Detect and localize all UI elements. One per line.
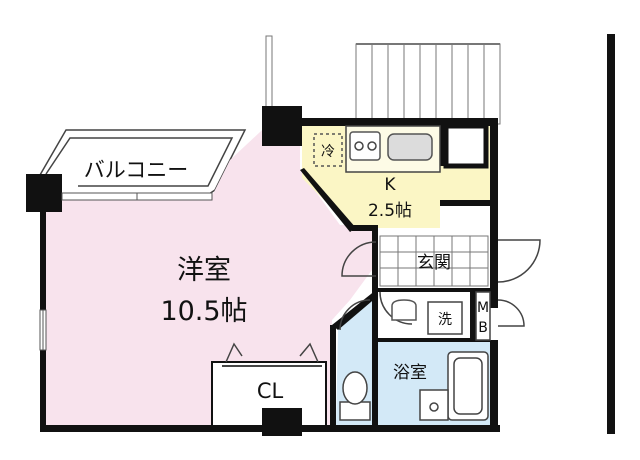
western-room-size: 10.5帖 bbox=[160, 296, 247, 327]
fridge-label: 冷 bbox=[321, 144, 335, 160]
entrance-label: 玄関 bbox=[417, 253, 451, 273]
outdoor-railing-top bbox=[265, 35, 501, 125]
kitchen-name: K bbox=[384, 175, 396, 195]
toilet bbox=[339, 371, 371, 421]
entrance-tiles bbox=[379, 235, 489, 287]
wash-basin bbox=[391, 299, 417, 321]
kitchen-size: 2.5帖 bbox=[368, 201, 412, 221]
western-room-name: 洋室 bbox=[177, 255, 231, 286]
balcony-label: バルコニー bbox=[84, 158, 189, 182]
meter-box-label-m: M bbox=[477, 300, 489, 316]
doors bbox=[339, 239, 541, 331]
walls bbox=[26, 106, 500, 436]
washer-space bbox=[427, 301, 463, 335]
kitchen-cabinets bbox=[443, 123, 489, 169]
right-boundary-line bbox=[607, 34, 615, 434]
western-room-floor bbox=[46, 118, 372, 425]
fridge-space bbox=[313, 133, 343, 167]
washer-label: 洗 bbox=[438, 312, 452, 328]
balcony-window bbox=[61, 192, 213, 201]
left-window bbox=[39, 309, 47, 351]
bath-label: 浴室 bbox=[393, 363, 427, 383]
meter-box bbox=[475, 291, 491, 341]
bath-sink bbox=[419, 389, 449, 421]
meter-box-label-b: B bbox=[478, 320, 488, 336]
closet-label: CL bbox=[257, 379, 284, 403]
kitchen-counter bbox=[345, 125, 441, 173]
bathtub bbox=[447, 351, 489, 421]
